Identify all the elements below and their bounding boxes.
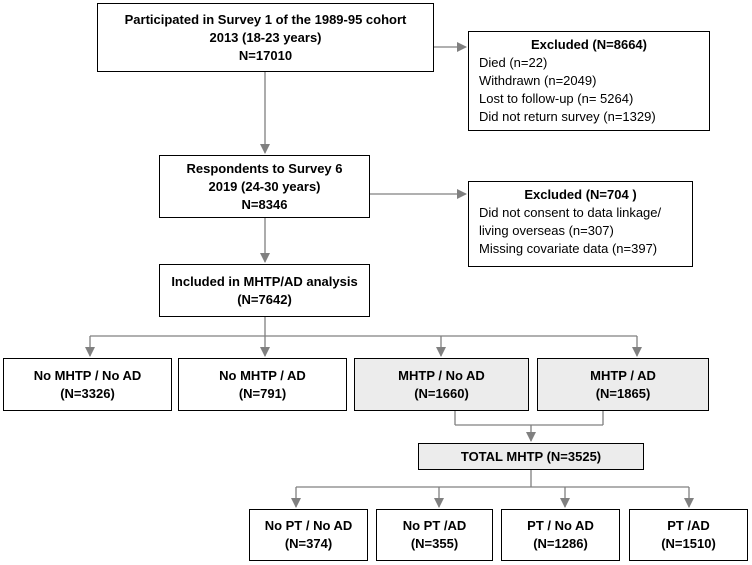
- survey1-line-3: N=17010: [238, 47, 293, 63]
- excluded1-line-3: Lost to follow-up (n= 5264): [479, 91, 634, 106]
- no-pt-no-ad-line-1: No PT / No AD: [264, 518, 353, 533]
- survey1-box: Participated in Survey 1 of the 1989-95 …: [97, 3, 434, 72]
- excluded2-box: Excluded (N=704 ) Did not consent to dat…: [468, 181, 693, 267]
- no-mhtp-no-ad-box: No MHTP / No AD (N=3326): [3, 358, 172, 411]
- excluded2-line-2: living overseas (n=307): [479, 223, 614, 238]
- pt-no-ad-box: PT / No AD (N=1286): [501, 509, 620, 561]
- no-pt-ad-line-1: No PT /AD: [402, 518, 467, 533]
- survey6-line-1: Respondents to Survey 6: [186, 160, 343, 176]
- no-mhtp-ad-box: No MHTP / AD (N=791): [178, 358, 347, 411]
- pt-no-ad-line-1: PT / No AD: [527, 518, 594, 533]
- pt-ad-box: PT /AD (N=1510): [629, 509, 748, 561]
- excluded1-line-4: Did not return survey (n=1329): [479, 109, 656, 124]
- no-mhtp-ad-line-2: (N=791): [238, 385, 287, 401]
- survey6-line-2: 2019 (24-30 years): [208, 178, 321, 194]
- mhtp-no-ad-box: MHTP / No AD (N=1660): [354, 358, 529, 411]
- excluded2-title: Excluded (N=704 ): [524, 187, 637, 202]
- no-mhtp-no-ad-line-1: No MHTP / No AD: [33, 367, 142, 383]
- survey6-line-3: N=8346: [241, 196, 288, 212]
- mhtp-no-ad-line-1: MHTP / No AD: [398, 367, 485, 383]
- excluded2-line-1: Did not consent to data linkage/: [479, 205, 662, 220]
- no-pt-ad-box: No PT /AD (N=355): [376, 509, 493, 561]
- included-line-1: Included in MHTP/AD analysis: [171, 273, 358, 289]
- excluded1-box: Excluded (N=8664) Died (n=22) Withdrawn …: [468, 31, 710, 131]
- survey1-line-1: Participated in Survey 1 of the 1989-95 …: [124, 11, 407, 27]
- pt-ad-line-1: PT /AD: [667, 518, 710, 533]
- pt-no-ad-line-2: (N=1286): [533, 536, 588, 551]
- survey1-line-2: 2013 (18-23 years): [209, 29, 322, 45]
- excluded1-line-1: Died (n=22): [479, 55, 548, 70]
- mhtp-ad-box: MHTP / AD (N=1865): [537, 358, 709, 411]
- total-mhtp-line-1: TOTAL MHTP (N=3525): [460, 448, 602, 464]
- mhtp-no-ad-line-2: (N=1660): [414, 385, 469, 401]
- included-box: Included in MHTP/AD analysis (N=7642): [159, 264, 370, 317]
- excluded1-title: Excluded (N=8664): [531, 37, 647, 52]
- survey6-box: Respondents to Survey 6 2019 (24-30 year…: [159, 155, 370, 218]
- total-mhtp-box: TOTAL MHTP (N=3525): [418, 443, 644, 470]
- no-pt-ad-line-2: (N=355): [410, 536, 459, 551]
- included-line-2: (N=7642): [237, 291, 292, 307]
- pt-ad-line-2: (N=1510): [661, 536, 716, 551]
- no-mhtp-ad-line-1: No MHTP / AD: [219, 367, 306, 383]
- excluded1-line-2: Withdrawn (n=2049): [479, 73, 597, 88]
- no-pt-no-ad-line-2: (N=374): [284, 536, 333, 551]
- no-mhtp-no-ad-line-2: (N=3326): [60, 385, 115, 401]
- excluded2-line-3: Missing covariate data (n=397): [479, 241, 658, 256]
- no-pt-no-ad-box: No PT / No AD (N=374): [249, 509, 368, 561]
- mhtp-ad-line-2: (N=1865): [595, 385, 651, 401]
- mhtp-ad-line-1: MHTP / AD: [590, 367, 656, 383]
